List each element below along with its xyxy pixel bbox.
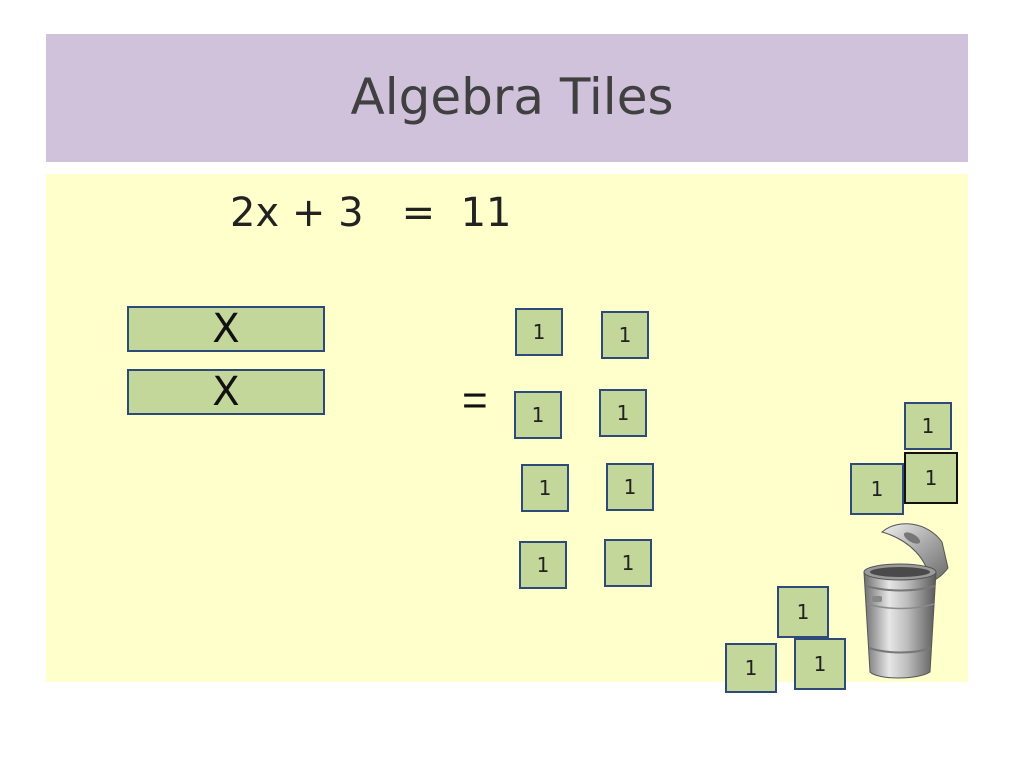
unit-tile[interactable]: 1 bbox=[514, 391, 562, 439]
unit-tile[interactable]: 1 bbox=[519, 541, 567, 589]
unit-tile[interactable]: 1 bbox=[601, 311, 649, 359]
unit-tile[interactable]: 1 bbox=[725, 643, 777, 693]
unit-tile[interactable]: 1 bbox=[599, 389, 647, 437]
equation: 2x + 3 = 11 bbox=[230, 190, 512, 236]
unit-tile[interactable]: 1 bbox=[515, 308, 563, 356]
unit-tile[interactable]: 1 bbox=[794, 638, 846, 690]
title-band bbox=[46, 34, 968, 162]
equals-sign: = bbox=[462, 376, 488, 425]
x-tile[interactable]: X bbox=[127, 369, 325, 415]
trash-can-icon[interactable] bbox=[858, 520, 950, 682]
work-area bbox=[46, 174, 968, 682]
unit-tile[interactable]: 1 bbox=[850, 463, 904, 515]
slide-title: Algebra Tiles bbox=[350, 68, 674, 126]
unit-tile[interactable]: 1 bbox=[904, 452, 958, 504]
unit-tile[interactable]: 1 bbox=[604, 539, 652, 587]
unit-tile[interactable]: 1 bbox=[606, 463, 654, 511]
unit-tile[interactable]: 1 bbox=[521, 464, 569, 512]
x-tile[interactable]: X bbox=[127, 306, 325, 352]
unit-tile[interactable]: 1 bbox=[777, 586, 829, 638]
unit-tile[interactable]: 1 bbox=[904, 402, 952, 450]
